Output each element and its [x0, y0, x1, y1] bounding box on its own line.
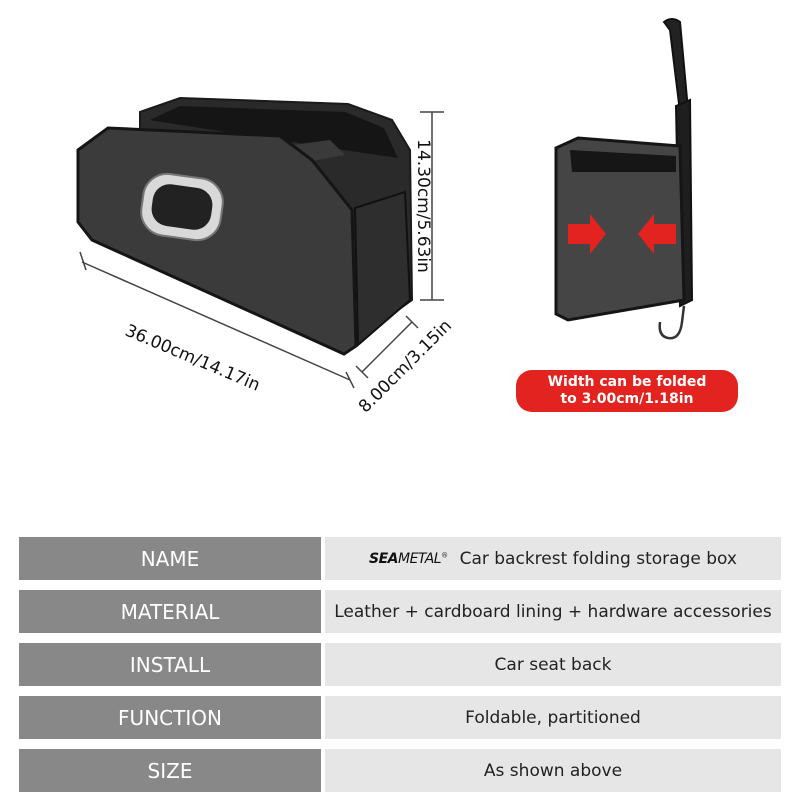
spec-row-name: NAME SEAMETAL® Car backrest folding stor…: [19, 537, 781, 580]
fold-note-line1: Width can be folded: [547, 374, 707, 390]
spec-key: MATERIAL: [19, 590, 321, 633]
spec-value: Foldable, partitioned: [325, 696, 781, 739]
spec-table: NAME SEAMETAL® Car backrest folding stor…: [19, 537, 781, 792]
spec-value: Leather + cardboard lining + hardware ac…: [325, 590, 781, 633]
spec-key: FUNCTION: [19, 696, 321, 739]
dimension-lines: [79, 111, 444, 389]
storage-box-image: [76, 96, 414, 356]
spec-value: Car seat back: [325, 643, 781, 686]
spec-row-material: MATERIAL Leather + cardboard lining + ha…: [19, 590, 781, 633]
spec-row-install: INSTALL Car seat back: [19, 643, 781, 686]
hook-icon: [658, 305, 686, 340]
product-name: Car backrest folding storage box: [459, 548, 737, 569]
arrow-left-icon: [638, 214, 676, 254]
product-illustration: [76, 18, 694, 389]
spec-key: NAME: [19, 537, 321, 580]
spec-key: INSTALL: [19, 643, 321, 686]
spec-row-function: FUNCTION Foldable, partitioned: [19, 696, 781, 739]
folded-box-image: [554, 18, 694, 340]
brand-logo: SEAMETAL®: [369, 550, 448, 567]
spec-value: As shown above: [325, 749, 781, 792]
fold-note-badge: Width can be folded to 3.00cm/1.18in: [516, 370, 738, 412]
spec-row-size: SIZE As shown above: [19, 749, 781, 792]
height-label: 14.30cm/5.63in: [412, 139, 433, 273]
arrow-right-icon: [568, 214, 606, 254]
spec-value: SEAMETAL® Car backrest folding storage b…: [325, 537, 781, 580]
fold-note-line2: to 3.00cm/1.18in: [560, 391, 694, 407]
spec-key: SIZE: [19, 749, 321, 792]
